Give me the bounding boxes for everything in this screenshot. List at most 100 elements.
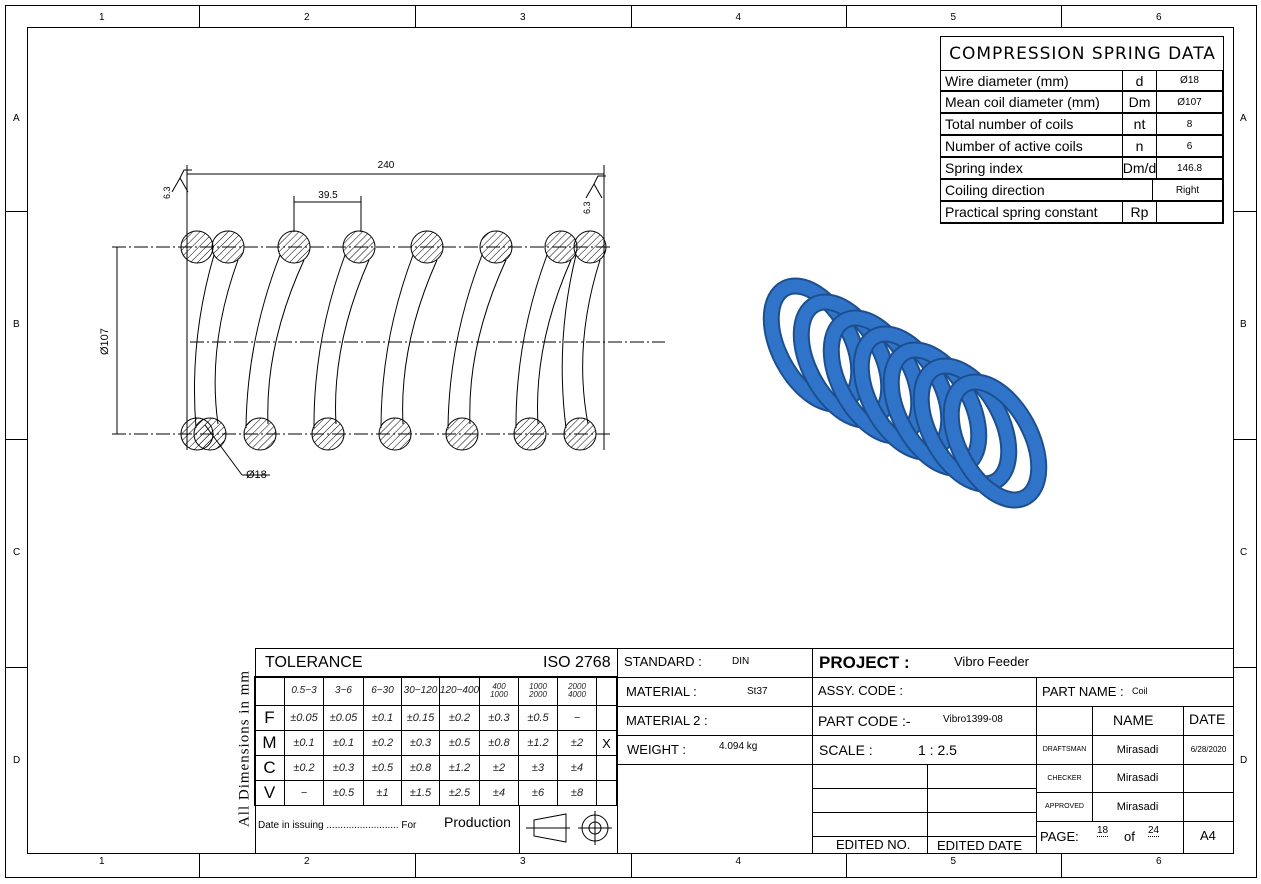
material2-label: MATERIAL 2 : [626,713,708,728]
tolerance-value: ±2 [557,730,597,756]
zone-divider [199,854,200,878]
row-marker: A [1240,113,1247,124]
wire-section [410,230,444,264]
page-total: 24 [1148,825,1160,837]
divider [617,706,1234,707]
name-header: NAME [1113,712,1154,728]
spring-data-value [1156,201,1223,223]
wire-section [342,230,376,264]
row-marker: C [1240,547,1248,558]
signature-role: CHECKER [1047,774,1082,782]
tolerance-value: ±0.5 [439,730,480,756]
divider [255,677,617,678]
tolerance-range: 3−6 [323,676,364,706]
spring-data-value: 6 [1156,135,1223,157]
zone-divider [415,854,416,878]
spring-data-label: Number of active coils [940,135,1123,157]
spring-data-symbol: d [1122,70,1157,91]
assy-code-label: ASSY. CODE : [818,683,904,698]
tolerance-range: 30−120 [401,676,440,706]
column-marker: 4 [735,12,742,23]
wire-section [573,230,607,264]
column-marker: 4 [735,856,742,867]
tolerance-value: ±0.2 [363,730,402,756]
tolerance-value: ±2 [479,755,519,781]
tolerance-value: ±0.1 [323,730,364,756]
divider [519,806,520,854]
tolerance-value: ±0.3 [401,730,440,756]
part-code-label: PART CODE :- [818,713,911,729]
zone-divider [1061,854,1062,878]
part-name-value: Coil [1132,686,1148,696]
edited-date-label: EDITED DATE [937,838,1022,853]
part-code-value: Vibro1399-08 [943,714,1003,725]
divider [617,677,1234,678]
column-marker: 5 [950,12,957,23]
weight-value: 4.094 kg [719,741,758,752]
wire-section [378,417,412,451]
tolerance-value: ±6 [518,780,558,806]
tolerance-corner [254,676,285,706]
tolerance-value: ±0.05 [284,705,324,731]
signature-date [1183,792,1234,821]
standard-label: STANDARD : [624,654,702,669]
date-in-issuing: Date in issuing ........................… [258,820,417,831]
part-name-label: PART NAME : [1042,684,1124,699]
signature-name: Mirasadi [1116,743,1159,756]
wire-section [180,230,214,264]
tolerance-value: ±4 [479,780,519,806]
divider [812,836,1036,837]
divider [617,764,1234,765]
divider [927,764,928,854]
tolerance-standard: ISO 2768 [543,654,611,671]
spring-data-label: Total number of coils [940,113,1123,135]
tolerance-class: V [254,780,285,806]
pitch-dimension: 39.5 [318,190,338,201]
signature-name: Mirasadi [1116,800,1159,813]
zone-divider [5,439,27,440]
zone-divider [1234,667,1257,668]
zone-divider [1061,5,1062,27]
tolerance-title: TOLERANCE [265,654,363,671]
tolerance-selection [596,780,617,806]
material-label: MATERIAL : [626,684,697,699]
wire-section [193,417,227,451]
tolerance-value: ±0.1 [363,705,402,731]
tolerance-value: ±0.05 [323,705,364,731]
tolerance-value: ±0.1 [284,730,324,756]
column-marker: 1 [99,12,105,23]
tolerance-range: 6−30 [363,676,402,706]
tolerance-value: ±8 [557,780,597,806]
scale-value: 1 : 2.5 [918,742,957,758]
spring-data-label: Practical spring constant [940,201,1123,223]
scale-label: SCALE : [819,742,873,758]
row-marker: B [13,319,20,330]
divider [1183,706,1184,854]
wire-section [513,417,547,451]
zone-divider [1234,211,1257,212]
tolerance-selection [596,705,617,731]
coil-3d [944,375,1046,507]
wire-section [311,417,345,451]
tolerance-corner [596,676,617,706]
tolerance-value: ±0.5 [323,780,364,806]
tolerance-value: ±0.3 [323,755,364,781]
spring-data-symbol: Rp [1122,201,1157,223]
tolerance-value: − [557,705,597,731]
row-marker: C [13,547,21,558]
row-marker: D [1240,754,1248,766]
tolerance-selection: X [596,730,617,756]
tolerance-value: − [284,780,324,806]
edited-no-label: EDITED NO. [836,837,911,852]
coil-3d [914,359,1016,491]
projection-symbol-icon [526,811,612,845]
column-marker: 3 [520,12,526,23]
zone-divider [631,5,632,27]
wire-section [211,230,245,264]
row-marker: B [1240,319,1247,330]
zone-divider [846,854,847,878]
tolerance-value: ±0.8 [479,730,519,756]
tolerance-range: 0.5−3 [284,676,324,706]
spring-data-value: Right [1152,179,1223,201]
divider [812,648,813,854]
